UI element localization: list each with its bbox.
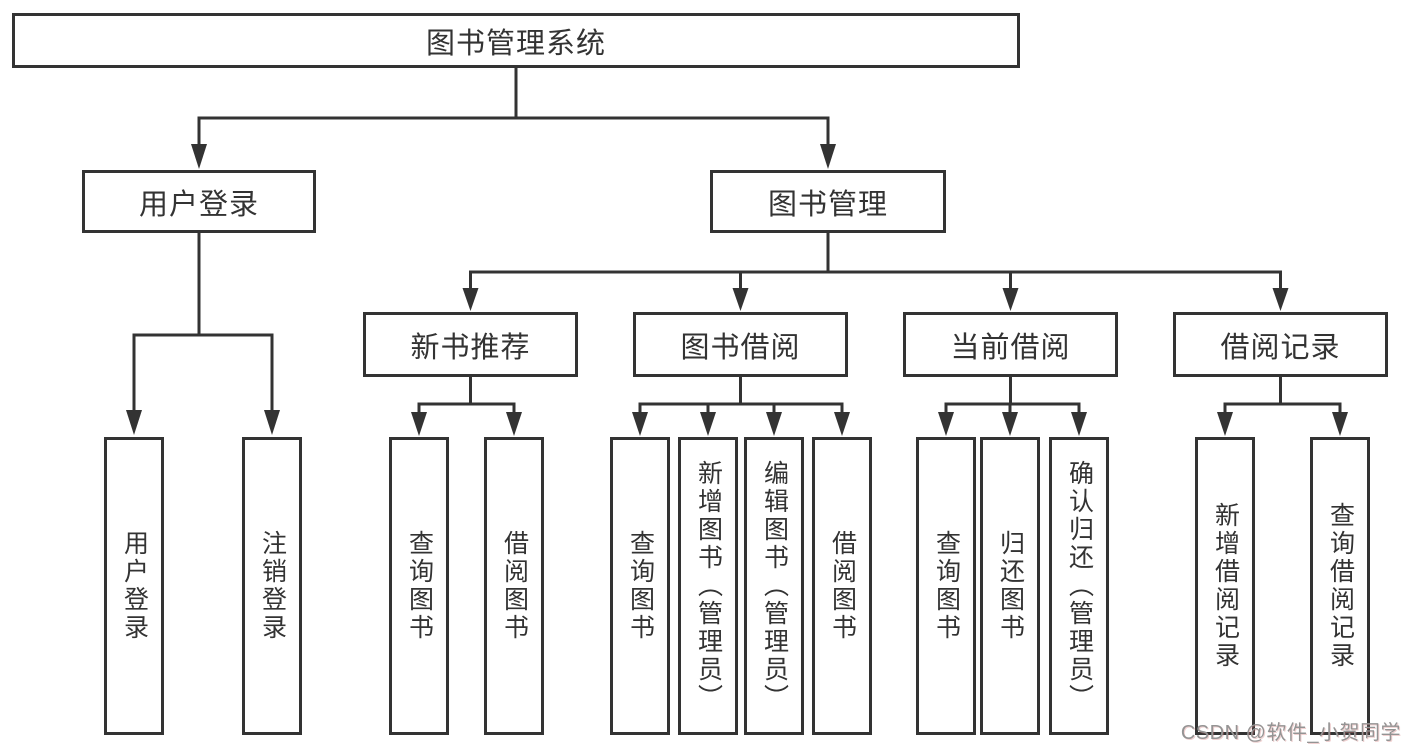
leaf-borrow-books-recommend: 借阅图书 [484,437,544,735]
leaf-label: 注销登录 [258,530,287,642]
leaf-confirm-return-admin: 确认归还（管理员） [1049,437,1109,735]
node-new-book-recommend: 新书推荐 [363,312,578,377]
leaf-label: 查询图书 [405,530,434,642]
leaf-logout: 注销登录 [242,437,302,735]
node-user-login: 用户登录 [82,170,316,233]
leaf-query-books-recommend: 查询图书 [389,437,449,735]
node-book-management: 图书管理 [710,170,946,233]
leaf-label: 编辑图书（管理员） [760,460,789,712]
connector-book-management-children [462,233,1289,311]
leaf-label: 新增借阅记录 [1211,502,1240,670]
leaf-label: 用户登录 [120,530,149,642]
node-current-borrowing: 当前借阅 [903,312,1118,377]
leaf-user-login: 用户登录 [104,437,164,735]
connector-user-login-children [126,233,280,435]
leaf-label: 查询借阅记录 [1326,502,1355,670]
connector-book-borrowing-children [632,377,850,436]
connector-new-book-recommend-children [411,377,522,436]
leaf-borrow-books: 借阅图书 [812,437,872,735]
leaf-label: 查询图书 [626,530,655,642]
leaf-label: 借阅图书 [500,530,529,642]
leaf-label: 查询图书 [932,530,961,642]
connector-root-to-level2 [191,68,836,169]
node-book-borrowing: 图书借阅 [633,312,848,377]
leaf-add-books-admin: 新增图书（管理员） [678,437,738,735]
leaf-return-books: 归还图书 [980,437,1040,735]
connector-borrowing-records-children [1217,377,1348,436]
leaf-query-books-current: 查询图书 [916,437,976,735]
leaf-label: 确认归还（管理员） [1065,460,1094,712]
leaf-query-books-borrowing: 查询图书 [610,437,670,735]
leaf-label: 归还图书 [996,530,1025,642]
leaf-label: 借阅图书 [828,530,857,642]
node-borrowing-records: 借阅记录 [1173,312,1388,377]
leaf-add-borrow-record: 新增借阅记录 [1195,437,1255,735]
leaf-label: 新增图书（管理员） [694,460,723,712]
csdn-watermark: CSDN @软件_小贺同学 [1180,722,1401,744]
leaf-query-borrow-record: 查询借阅记录 [1310,437,1370,735]
node-library-management-system: 图书管理系统 [12,13,1020,68]
leaf-edit-books-admin: 编辑图书（管理员） [744,437,804,735]
connector-current-borrowing-children [938,377,1087,436]
